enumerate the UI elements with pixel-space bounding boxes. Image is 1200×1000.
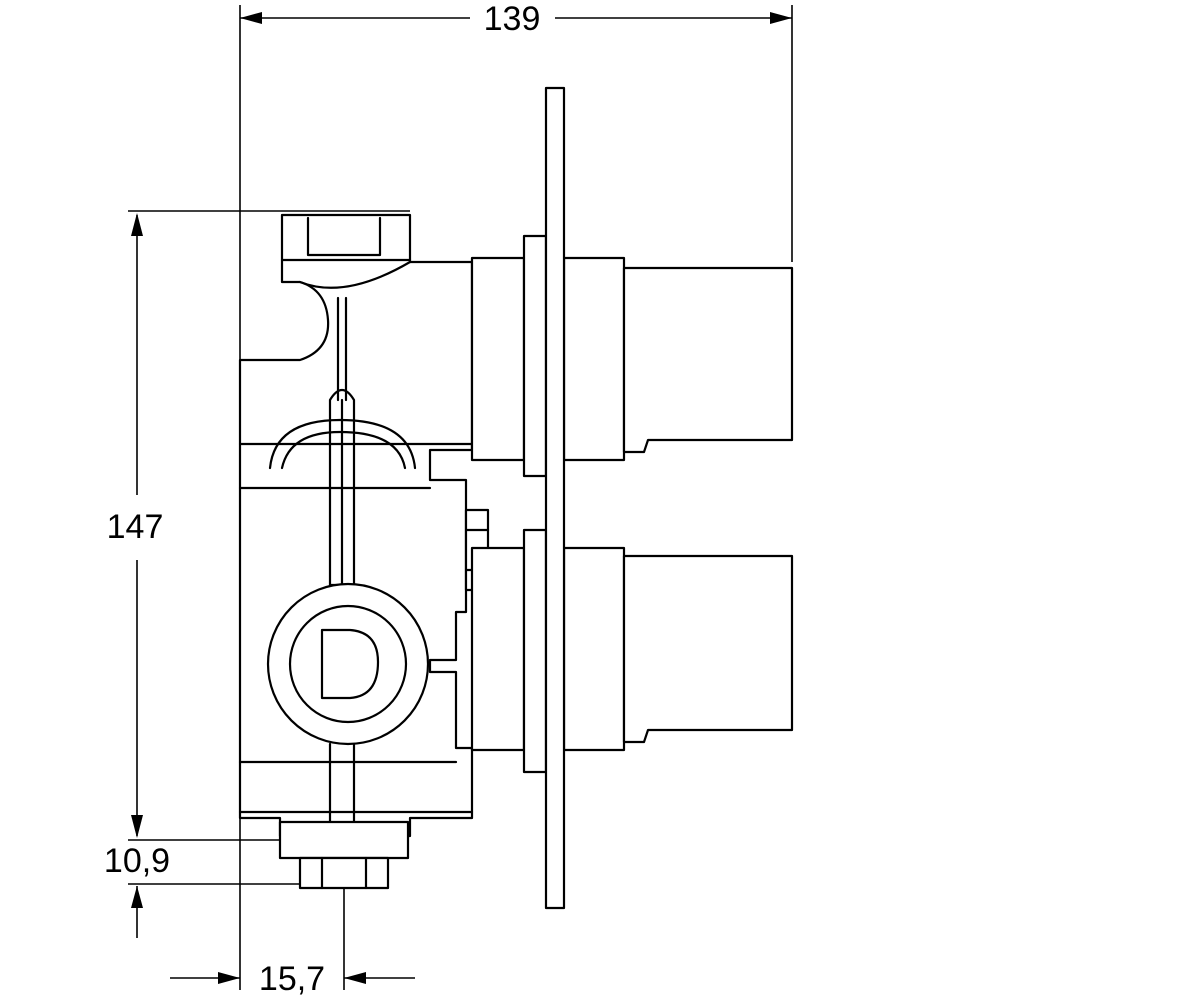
valve-body-outline — [238, 213, 474, 838]
lower-cartridge — [470, 528, 794, 774]
dim-147-arrow-bottom — [131, 815, 143, 838]
dimension-labels: 139 147 10,9 15,7 — [104, 0, 540, 998]
dome-inner — [280, 430, 407, 470]
lower-handle — [622, 554, 794, 744]
dim-10-9-arrow — [131, 886, 143, 908]
lower-cartridge-sleeve — [562, 546, 626, 752]
top-cap-notch — [306, 216, 382, 257]
upper-handle — [622, 266, 794, 454]
valve-body — [238, 213, 490, 890]
dome-outer — [268, 418, 417, 470]
dim-147-arrow-top — [131, 213, 143, 236]
round-port-inner — [288, 604, 408, 724]
dim-15-7-arrow-right — [344, 972, 366, 984]
lower-cartridge-collar — [522, 528, 548, 774]
upper-cartridge-sleeve — [562, 256, 626, 462]
dim-139-arrow-left — [240, 12, 262, 24]
spindle-stem — [328, 388, 356, 587]
upper-cartridge-housing — [470, 256, 526, 462]
round-port-d-shape — [320, 628, 380, 700]
wall-plate — [544, 86, 566, 910]
lower-cartridge-housing — [470, 546, 526, 752]
dimension-lines — [128, 5, 793, 990]
dim-139-arrow-right — [770, 12, 792, 24]
upper-cartridge — [470, 234, 794, 478]
top-cap-curve — [298, 260, 412, 289]
outlet-nut — [298, 856, 390, 890]
dim-139-label: 139 — [484, 0, 541, 38]
dim-15-7-label: 15,7 — [259, 960, 325, 998]
upper-cartridge-collar — [522, 234, 548, 478]
dim-147-label: 147 — [107, 508, 164, 546]
dim-10-9-label: 10,9 — [104, 842, 170, 880]
dim-15-7-arrow-left — [218, 972, 240, 984]
outlet-flange — [278, 820, 410, 860]
round-port-outer — [266, 582, 430, 746]
